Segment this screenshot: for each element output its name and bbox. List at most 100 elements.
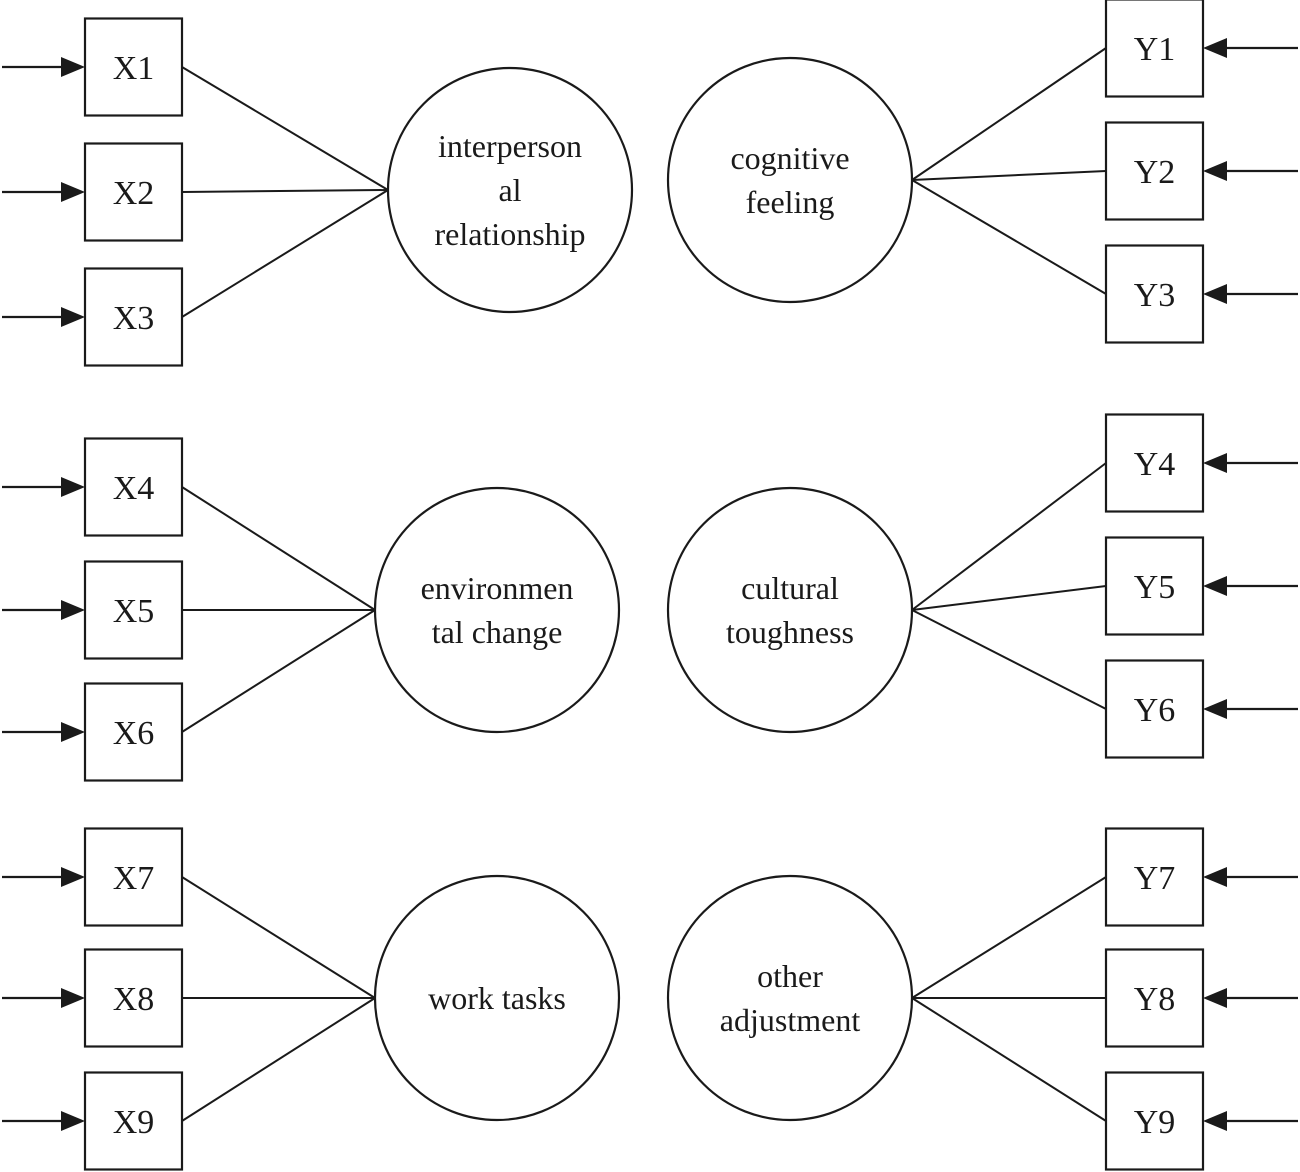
loading-edge-x6 xyxy=(181,609,376,733)
loading-edge-x9 xyxy=(181,997,376,1122)
indicator-y1: Y1 xyxy=(1104,0,1205,98)
latent-label-line: cognitive xyxy=(730,140,849,176)
latent-label-line: tal change xyxy=(432,614,563,650)
indicator-label: X2 xyxy=(113,175,155,212)
latent-circle xyxy=(373,486,621,734)
indicator-y5: Y5 xyxy=(1104,536,1205,636)
latent-label-line: cultural xyxy=(741,570,839,606)
latent-label-line: toughness xyxy=(726,614,854,650)
loading-edge-x3 xyxy=(181,189,389,318)
indicator-label: X8 xyxy=(113,981,155,1018)
arrowhead-y8 xyxy=(1203,988,1227,1008)
indicator-box xyxy=(83,827,184,927)
indicator-label: Y6 xyxy=(1134,692,1176,729)
arrowhead-x3 xyxy=(61,307,85,327)
error-arrows-layer xyxy=(2,38,1298,1131)
arrowhead-y7 xyxy=(1203,867,1227,887)
indicator-label: X9 xyxy=(113,1104,155,1141)
latent-label-line: relationship xyxy=(434,216,585,252)
indicator-box xyxy=(1104,413,1205,513)
loading-edge-y6 xyxy=(911,609,1107,710)
indicator-x9: X9 xyxy=(83,1071,184,1171)
indicator-box xyxy=(1104,948,1205,1048)
arrowhead-x4 xyxy=(61,477,85,497)
indicator-box xyxy=(83,682,184,782)
indicator-label: Y8 xyxy=(1134,981,1176,1018)
indicator-x5: X5 xyxy=(83,560,184,660)
loading-edge-y5 xyxy=(911,585,1107,611)
loading-edge-x4 xyxy=(181,486,376,611)
indicator-label: Y2 xyxy=(1134,154,1176,191)
indicator-label: X5 xyxy=(113,593,155,630)
indicator-label: Y3 xyxy=(1134,277,1176,314)
arrowhead-y9 xyxy=(1203,1111,1227,1131)
latent-factor-0: interperson al relationship xyxy=(386,66,634,314)
indicator-box xyxy=(83,948,184,1048)
latent-label-line: work tasks xyxy=(428,980,566,1016)
arrowhead-y6 xyxy=(1203,699,1227,719)
loading-edge-y9 xyxy=(911,997,1107,1122)
indicator-box xyxy=(83,437,184,537)
arrowhead-x1 xyxy=(61,57,85,77)
indicator-y8: Y8 xyxy=(1104,948,1205,1048)
indicator-label: Y1 xyxy=(1134,31,1176,68)
indicator-box xyxy=(1104,0,1205,98)
indicator-y3: Y3 xyxy=(1104,244,1205,344)
indicator-label: X4 xyxy=(113,470,155,507)
indicator-x3: X3 xyxy=(83,267,184,367)
loading-edge-x7 xyxy=(181,876,376,999)
arrowhead-x9 xyxy=(61,1111,85,1131)
indicator-box xyxy=(83,560,184,660)
indicator-label: X1 xyxy=(113,50,155,87)
loading-edge-y1 xyxy=(911,47,1107,181)
loading-edge-x1 xyxy=(181,66,389,191)
arrowhead-x8 xyxy=(61,988,85,1008)
indicator-y4: Y4 xyxy=(1104,413,1205,513)
latent-factors-layer: interperson al relationship cognitive feelin… xyxy=(373,56,914,1122)
indicator-label: X7 xyxy=(113,860,155,897)
indicator-x4: X4 xyxy=(83,437,184,537)
arrowhead-x6 xyxy=(61,722,85,742)
indicator-y7: Y7 xyxy=(1104,827,1205,927)
indicator-box xyxy=(83,267,184,367)
indicator-y6: Y6 xyxy=(1104,659,1205,759)
indicator-box xyxy=(83,17,184,117)
loading-edge-y7 xyxy=(911,876,1107,999)
latent-label-line: other xyxy=(757,958,823,994)
latent-factor-2: environmen tal change xyxy=(373,486,621,734)
indicator-box xyxy=(1104,1071,1205,1171)
latent-circle xyxy=(666,874,914,1122)
latent-circle xyxy=(666,486,914,734)
indicator-label: Y9 xyxy=(1134,1104,1176,1141)
latent-label-line: feeling xyxy=(746,184,835,220)
arrowhead-x7 xyxy=(61,867,85,887)
latent-factor-3: cultural toughness xyxy=(666,486,914,734)
indicator-x6: X6 xyxy=(83,682,184,782)
indicator-box xyxy=(1104,121,1205,221)
latent-circle xyxy=(386,66,634,314)
latent-label-line: adjustment xyxy=(720,1002,861,1038)
latent-circle xyxy=(666,56,914,304)
latent-label-line: environmen xyxy=(421,570,574,606)
arrowhead-x2 xyxy=(61,182,85,202)
arrowhead-y5 xyxy=(1203,576,1227,596)
indicator-x8: X8 xyxy=(83,948,184,1048)
indicator-label: X3 xyxy=(113,300,155,337)
latent-label-line: al xyxy=(498,172,521,208)
indicator-y9: Y9 xyxy=(1104,1071,1205,1171)
indicator-x1: X1 xyxy=(83,17,184,117)
loading-edge-y4 xyxy=(911,462,1107,611)
indicator-label: Y7 xyxy=(1134,860,1176,897)
latent-factor-4: work tasks xyxy=(373,874,621,1122)
indicator-box xyxy=(83,142,184,242)
arrowhead-y4 xyxy=(1203,453,1227,473)
latent-factor-1: cognitive feeling xyxy=(666,56,914,304)
latent-label-line: interperson xyxy=(438,128,582,164)
indicator-box xyxy=(83,1071,184,1171)
arrowhead-x5 xyxy=(61,600,85,620)
indicator-box xyxy=(1104,659,1205,759)
latent-circle xyxy=(373,874,621,1122)
arrowhead-y2 xyxy=(1203,161,1227,181)
latent-factor-5: other adjustment xyxy=(666,874,914,1122)
